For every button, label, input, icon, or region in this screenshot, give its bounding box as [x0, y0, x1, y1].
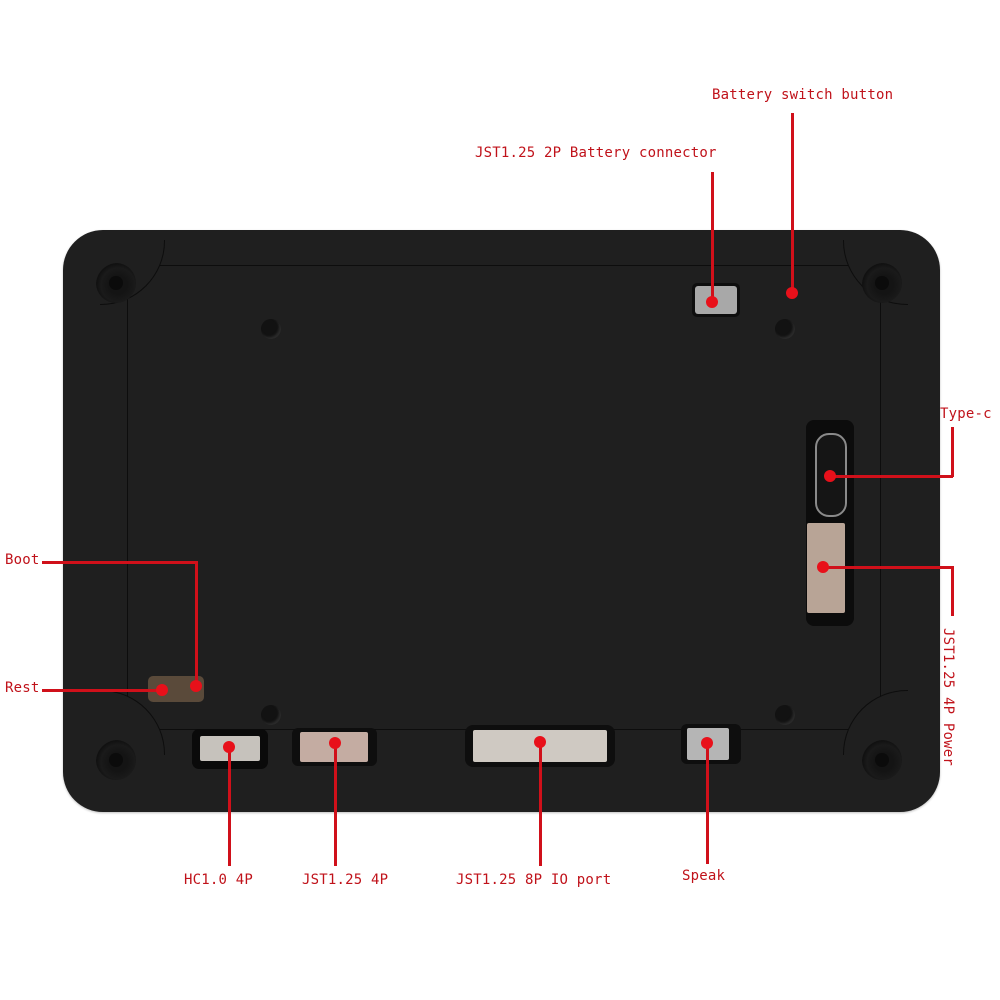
- callout-dot: [223, 741, 235, 753]
- screw-icon: [261, 319, 281, 339]
- mounting-hole-icon: [96, 740, 136, 780]
- callout-line: [42, 561, 197, 564]
- battery-connector: [692, 283, 740, 317]
- label-hc-4p: HC1.0 4P: [184, 872, 254, 888]
- callout-line: [42, 689, 162, 692]
- callout-dot: [190, 680, 202, 692]
- screw-icon: [775, 705, 795, 725]
- label-io-8p: JST1.25 8P IO port: [456, 872, 612, 888]
- callout-dot: [706, 296, 718, 308]
- callout-line: [951, 427, 954, 477]
- label-battery-connector: JST1.25 2P Battery connector: [475, 145, 717, 161]
- callout-dot: [824, 470, 836, 482]
- callout-line: [711, 172, 714, 302]
- label-speaker: Speak: [682, 868, 726, 884]
- callout-line: [334, 742, 337, 866]
- callout-dot: [534, 736, 546, 748]
- callout-line: [228, 746, 231, 866]
- callout-line: [823, 566, 953, 569]
- callout-dot: [817, 561, 829, 573]
- callout-dot: [701, 737, 713, 749]
- callout-line: [539, 741, 542, 866]
- label-reset: Rest: [5, 680, 40, 696]
- label-jst-4p: JST1.25 4P: [302, 872, 389, 888]
- callout-line: [706, 742, 709, 864]
- mounting-hole-icon: [862, 263, 902, 303]
- callout-line: [791, 113, 794, 293]
- label-boot: Boot: [5, 552, 40, 568]
- label-power-4p: JST1.25 4P Power: [940, 628, 956, 767]
- screw-icon: [775, 319, 795, 339]
- callout-dot: [156, 684, 168, 696]
- screw-icon: [261, 705, 281, 725]
- callout-line: [951, 566, 954, 616]
- callout-dot: [786, 287, 798, 299]
- callout-line: [830, 475, 953, 478]
- callout-line: [195, 561, 198, 686]
- callout-dot: [329, 737, 341, 749]
- inner-panel-outline: [127, 265, 881, 730]
- label-type-c: Type-c: [940, 406, 992, 422]
- label-battery-switch: Battery switch button: [712, 87, 894, 103]
- mounting-hole-icon: [96, 263, 136, 303]
- mounting-hole-icon: [862, 740, 902, 780]
